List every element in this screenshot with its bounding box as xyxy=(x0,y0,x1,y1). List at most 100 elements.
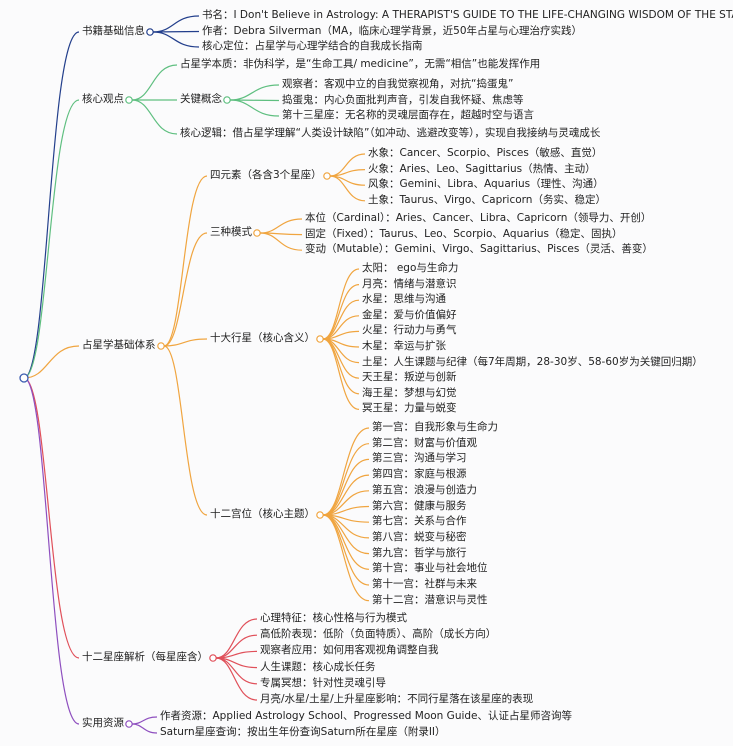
node-label[interactable]: 土象：Taurus、Virgo、Capricorn（务实、稳定） xyxy=(368,193,606,206)
node-label[interactable]: 观察者：客观中立的自我觉察视角，对抗“捣蛋鬼” xyxy=(282,78,514,90)
connector-line xyxy=(322,427,370,516)
node-label[interactable]: Saturn星座查询：按出生年份查询Saturn所在星座（附录II） xyxy=(160,726,446,738)
connector-line xyxy=(163,345,208,516)
connector-line xyxy=(322,514,370,570)
node-label[interactable]: 作者：Debra Silverman（MA，临床心理学背景，近50年占星与心理治… xyxy=(202,24,583,37)
node-label[interactable]: 金星：爱与价值偏好 xyxy=(362,308,457,321)
node-label[interactable]: 专属冥想：针对性灵魂引导 xyxy=(260,676,386,689)
node-label[interactable]: 本位（Cardinal）：Aries、Cancer、Libra、Capricor… xyxy=(305,212,652,224)
connector-line xyxy=(329,169,366,177)
node-label[interactable]: 核心逻辑：借占星学理解“人类设计缺陷”（如冲动、逃避改变等），实现自我接纳与灵魂… xyxy=(180,127,601,139)
connector-line xyxy=(322,514,370,586)
collapse-toggle[interactable] xyxy=(316,511,324,519)
connector-line xyxy=(131,723,158,734)
node-label[interactable]: 第一宫：自我形象与生命力 xyxy=(372,421,498,433)
connector-line xyxy=(23,377,80,725)
node-label[interactable]: 关键概念 xyxy=(180,93,222,105)
node-label[interactable]: 三种模式 xyxy=(210,226,252,238)
connector-line xyxy=(23,31,80,379)
connector-line xyxy=(229,84,280,101)
connector-line xyxy=(259,232,303,251)
node-label[interactable]: 书籍基础信息 xyxy=(82,25,145,37)
node-label[interactable]: 书名：I Don't Believe in Astrology: A THERA… xyxy=(202,9,733,21)
node-label[interactable]: 实用资源 xyxy=(82,717,124,729)
node-label[interactable]: 占星学本质：非伪科学，是“生命工具/ medicine”，无需“相信”也能发挥作… xyxy=(180,58,541,70)
collapse-toggle[interactable] xyxy=(323,172,331,180)
node-label[interactable]: 变动（Mutable）：Gemini、Virgo、Sagittarius、Pis… xyxy=(305,243,653,256)
node-label[interactable]: 第四宫：家庭与根源 xyxy=(372,468,467,481)
node-label[interactable]: 第十三星座：无名称的灵魂层面存在，超越时空与语言 xyxy=(282,109,534,121)
node-label[interactable]: 第二宫：财富与价值观 xyxy=(372,436,477,449)
connector-line xyxy=(131,99,178,135)
connector-line xyxy=(329,175,366,202)
node-label[interactable]: 太阳： ego与生命力 xyxy=(362,262,459,274)
connector-line xyxy=(23,99,80,379)
node-label[interactable]: 水象：Cancer、Scorpio、Pisces（敏感、直觉） xyxy=(368,147,603,159)
node-label[interactable]: 第六宫：健康与服务 xyxy=(372,499,467,512)
connector-line xyxy=(131,64,178,101)
collapse-toggle[interactable] xyxy=(125,720,133,728)
connector-line xyxy=(322,338,360,410)
node-label[interactable]: 第九宫：哲学与旅行 xyxy=(372,546,467,559)
node-label[interactable]: 高低阶表现：低阶（负面特质）、高阶（成长方向） xyxy=(260,628,497,641)
node-label[interactable]: 四元素（各含3个星座） xyxy=(210,169,322,181)
node-label[interactable]: 天王星：叛逆与创新 xyxy=(362,371,457,384)
node-label[interactable]: 月亮：情绪与潜意识 xyxy=(362,277,457,290)
node-label[interactable]: 第十一宫：社群与未来 xyxy=(372,578,477,590)
node-label[interactable]: 第十二宫：潜意识与灵性 xyxy=(372,593,488,606)
root-node-toggle[interactable] xyxy=(19,373,29,383)
node-label[interactable]: 观察者应用：如何用客观视角调整自我 xyxy=(260,644,439,657)
connector-line xyxy=(322,514,370,602)
connector-line xyxy=(322,514,370,555)
node-label[interactable]: 月亮/水星/土星/上升星座影响：不同行星落在该星座的表现 xyxy=(260,693,534,705)
node-label[interactable]: 火星：行动力与勇气 xyxy=(362,324,457,337)
node-label[interactable]: 固定（Fixed）：Taurus、Leo、Scorpio、Aquarius（稳定… xyxy=(305,227,623,240)
node-label[interactable]: 木星：幸运与扩张 xyxy=(362,340,446,352)
node-label[interactable]: 心理特征：核心性格与行为模式 xyxy=(260,612,407,624)
connector-line xyxy=(215,657,258,685)
connector-line xyxy=(163,338,208,347)
node-label[interactable]: 海王星：梦想与幻觉 xyxy=(362,386,457,399)
node-label[interactable]: 第七宫：关系与合作 xyxy=(372,515,467,528)
connector-line xyxy=(152,31,200,48)
node-label[interactable]: 第十宫：事业与社会地位 xyxy=(372,562,488,575)
node-label[interactable]: 火象：Aries、Leo、Sagittarius（热情、主动） xyxy=(368,162,596,175)
node-label[interactable]: 捣蛋鬼：内心负面批判声音，引发自我怀疑、焦虑等 xyxy=(282,93,524,106)
collapse-toggle[interactable] xyxy=(209,654,217,662)
node-label[interactable]: 十大行星（核心含义） xyxy=(210,332,315,344)
connector-line xyxy=(152,15,200,33)
connector-line xyxy=(215,657,258,701)
connector-line xyxy=(322,338,360,379)
collapse-toggle[interactable] xyxy=(253,229,261,237)
connector-line xyxy=(322,474,370,516)
node-label[interactable]: 水星：思维与沟通 xyxy=(362,293,446,306)
collapse-toggle[interactable] xyxy=(125,96,133,104)
node-label[interactable]: 人生课题：核心成长任务 xyxy=(260,660,376,673)
connector-line xyxy=(131,716,158,725)
node-label[interactable]: 第八宫：蜕变与秘密 xyxy=(372,530,467,543)
collapse-toggle[interactable] xyxy=(146,28,154,36)
connector-line xyxy=(152,30,200,33)
connector-line xyxy=(229,99,280,117)
node-label[interactable]: 第三宫：沟通与学习 xyxy=(372,452,467,465)
connector-line xyxy=(322,284,360,340)
collapse-toggle[interactable] xyxy=(157,342,165,350)
node-label[interactable]: 占星学基础体系 xyxy=(82,339,156,351)
node-label[interactable]: 核心定位：占星学与心理学结合的自我成长指南 xyxy=(202,40,423,52)
connector-line xyxy=(163,232,208,347)
node-label[interactable]: 十二宫位（核心主题） xyxy=(210,508,315,520)
node-label[interactable]: 风象：Gemini、Libra、Aquarius（理性、沟通） xyxy=(368,178,604,191)
connector-line xyxy=(322,443,370,516)
connector-line xyxy=(322,299,360,340)
node-label[interactable]: 土星：人生课题与纪律（每7年周期，28-30岁、58-60岁为关键回归期） xyxy=(362,355,703,368)
node-label[interactable]: 作者资源：Applied Astrology School、Progressed… xyxy=(160,710,573,722)
collapse-toggle[interactable] xyxy=(223,96,231,104)
node-label[interactable]: 核心观点 xyxy=(82,93,124,105)
node-label[interactable]: 第五宫：浪漫与创造力 xyxy=(372,483,477,496)
connector-line xyxy=(23,377,80,659)
node-label[interactable]: 冥王星：力量与蜕变 xyxy=(362,402,457,415)
node-label[interactable]: 十二星座解析（每星座含） xyxy=(82,651,208,663)
collapse-toggle[interactable] xyxy=(316,335,324,343)
